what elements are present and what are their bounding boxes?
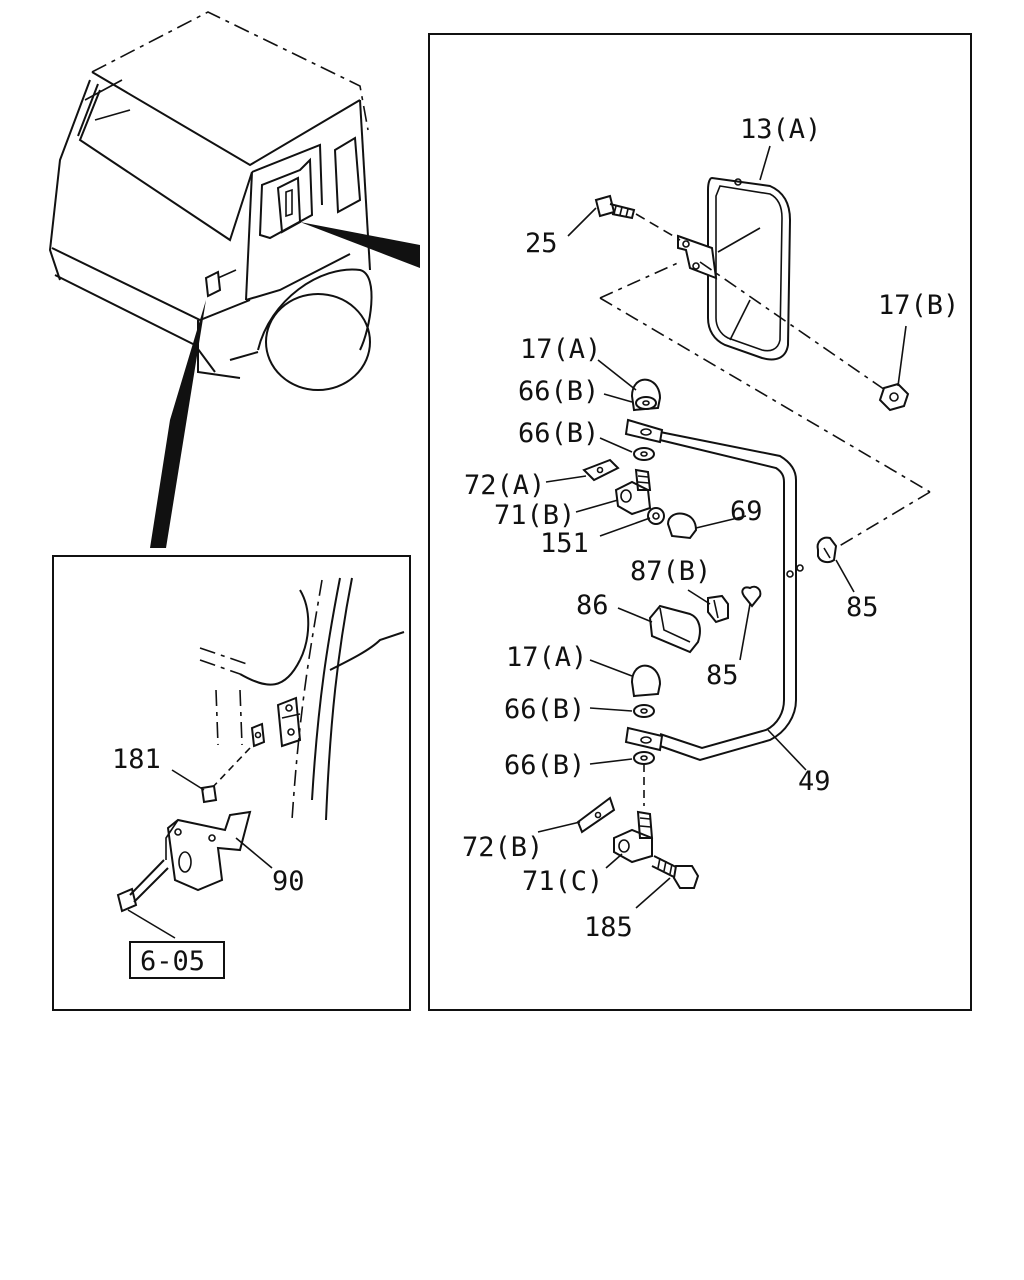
- label-86: 86: [576, 590, 609, 621]
- label-72b: 72(B): [462, 832, 543, 863]
- label-66b-1: 66(B): [518, 376, 599, 407]
- label-17b: 17(B): [878, 290, 959, 321]
- main-frame: [428, 33, 972, 1011]
- label-66b-2: 66(B): [518, 418, 599, 449]
- label-66b-3: 66(B): [504, 694, 585, 725]
- lamp-86-shape: [648, 604, 701, 654]
- cap-nut-17a-bottom-shape: [630, 664, 662, 698]
- ref-box-label[interactable]: 6-05: [140, 946, 205, 977]
- label-151: 151: [540, 528, 589, 559]
- clip-87b-shape: [707, 594, 729, 624]
- truck-cab-illustration: [48, 11, 420, 548]
- label-185: 185: [584, 912, 633, 943]
- bolt-185-shape: [672, 865, 700, 889]
- label-71c: 71(C): [522, 866, 603, 897]
- label-69: 69: [730, 496, 763, 527]
- nut-17b-shape: [878, 382, 910, 412]
- label-85-mid: 85: [706, 660, 739, 691]
- mirror-shape: [707, 176, 792, 361]
- label-87b: 87(B): [630, 556, 711, 587]
- label-72a: 72(A): [464, 470, 545, 501]
- inset-frame: [52, 555, 411, 1011]
- cap-69-shape: [666, 512, 698, 540]
- label-181: 181: [112, 744, 161, 775]
- label-13a: 13(A): [740, 114, 821, 145]
- clip-181-shape: [200, 784, 218, 804]
- label-49: 49: [798, 766, 831, 797]
- clip-85-mid-shape: [741, 585, 762, 608]
- mirror-assembly-illustration: [537, 145, 931, 909]
- label-66b-4: 66(B): [504, 750, 585, 781]
- ref-box-frame: [129, 941, 225, 979]
- label-85-right: 85: [846, 592, 879, 623]
- label-71b: 71(B): [494, 500, 575, 531]
- label-25: 25: [525, 228, 558, 259]
- clip-85-right-shape: [816, 536, 838, 564]
- bolt-25-shape: [594, 194, 616, 218]
- inset-illustration: [116, 577, 405, 939]
- bracket-90-shape: [166, 810, 252, 892]
- label-17a-bottom: 17(A): [506, 642, 587, 673]
- plate-72a-shape: [582, 458, 620, 482]
- label-90: 90: [272, 866, 305, 897]
- label-17a-top: 17(A): [520, 334, 601, 365]
